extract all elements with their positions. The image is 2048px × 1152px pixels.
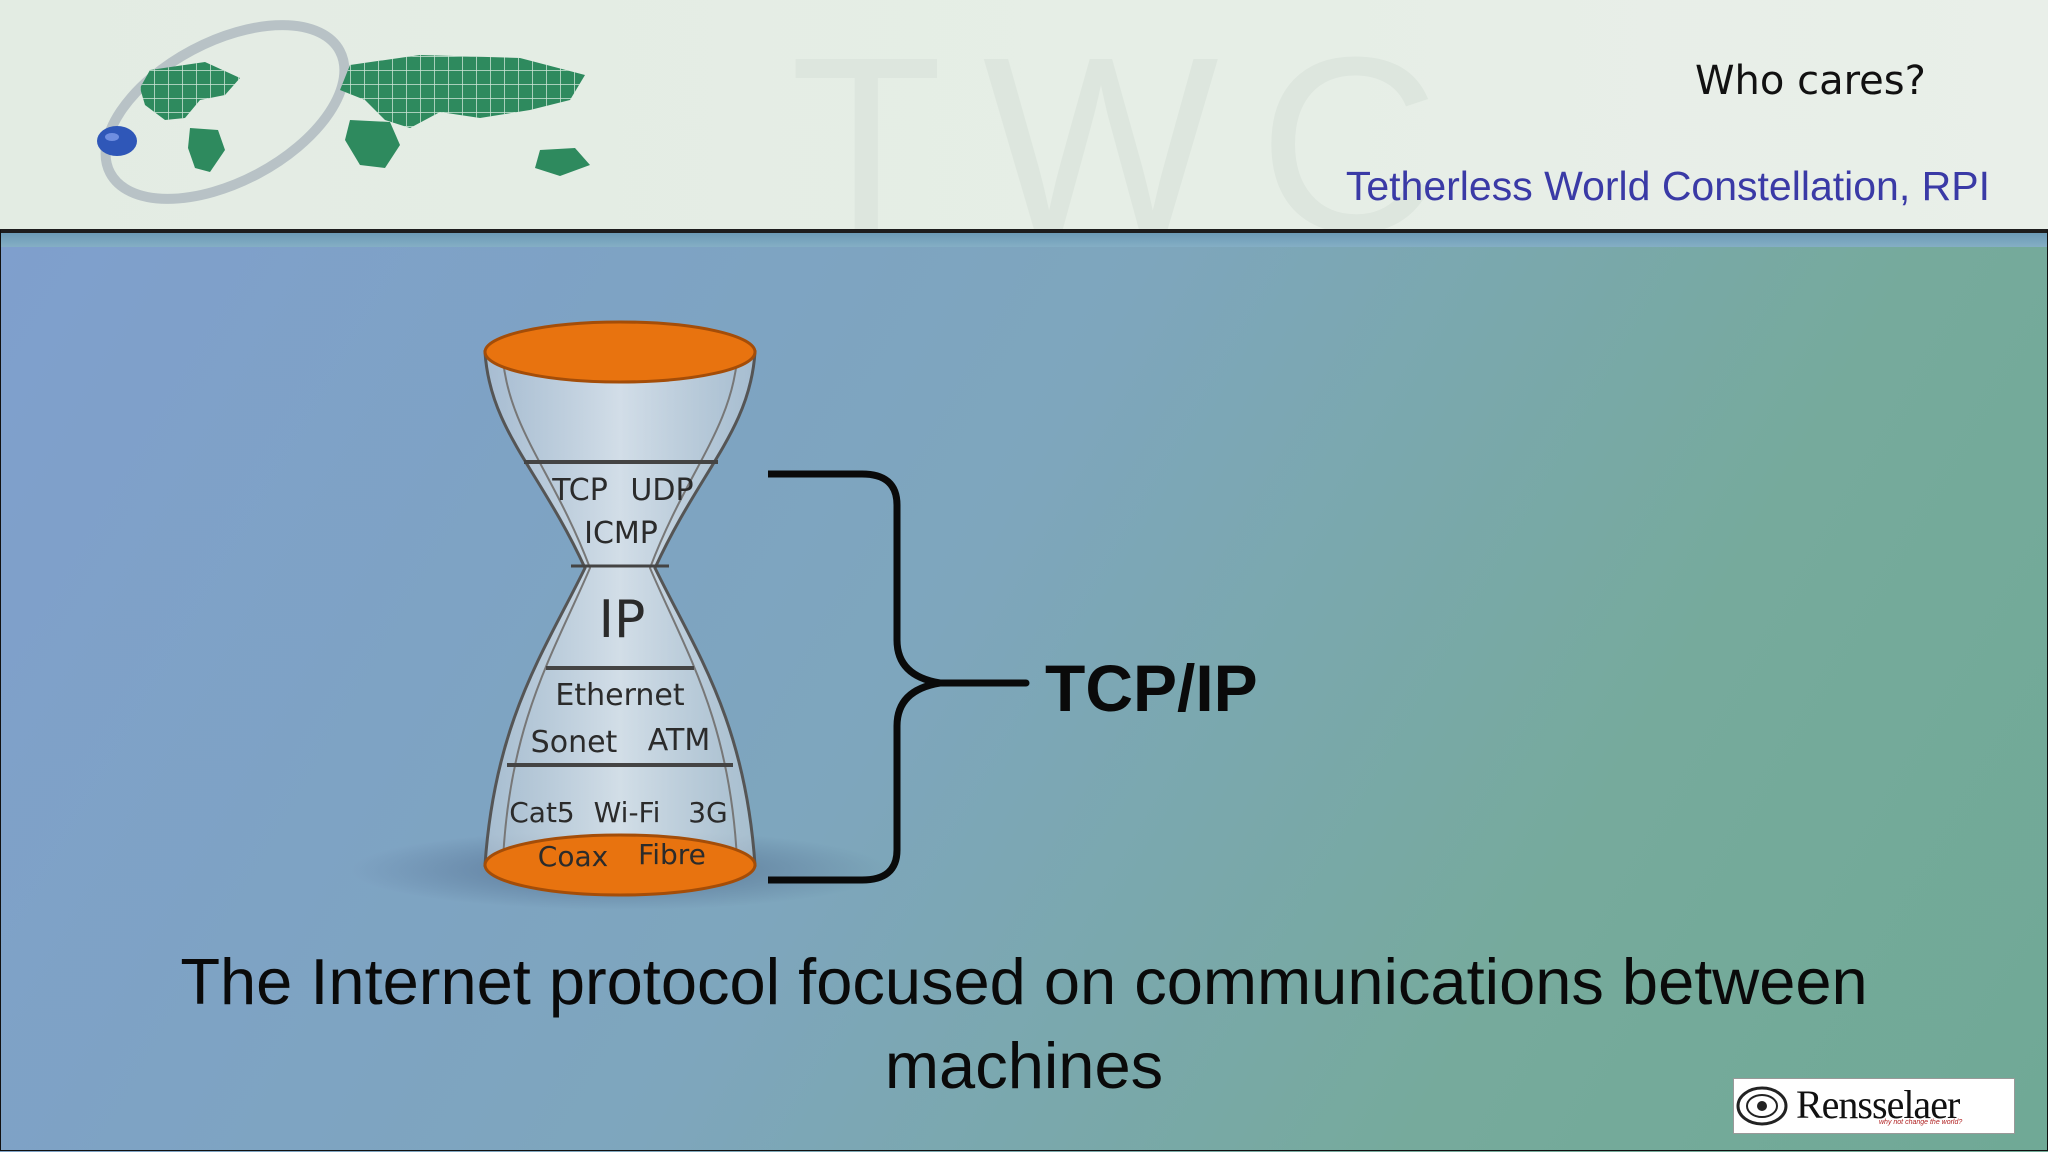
hourglass-bottom-cap xyxy=(483,833,757,897)
tcpip-label: TCP/IP xyxy=(1045,651,1258,725)
label-fibre: Fibre xyxy=(638,838,706,871)
hourglass-top-cap xyxy=(483,320,757,384)
label-udp: UDP xyxy=(630,473,693,508)
bracket xyxy=(768,470,1030,884)
header-band xyxy=(0,233,2048,247)
label-tcp: TCP xyxy=(551,473,608,508)
caption-line-2: machines xyxy=(884,1029,1164,1102)
rensselaer-logo: Rensselaer why not change the world? xyxy=(1733,1078,2015,1134)
slide-title: Who cares? xyxy=(1695,58,1926,104)
label-cat5: Cat5 xyxy=(509,796,575,829)
label-icmp: ICMP xyxy=(584,516,658,551)
label-sonet: Sonet xyxy=(531,725,618,760)
slide-header: TWC Who cares? Tetherless World Constell… xyxy=(0,0,2048,230)
rensselaer-wordmark: Rensselaer xyxy=(1796,1082,1960,1127)
caption-line-1: The Internet protocol focused on communi… xyxy=(180,945,1868,1018)
organization-subtitle: Tetherless World Constellation, RPI xyxy=(1345,163,1990,209)
rpi-seal-icon xyxy=(1736,1086,1788,1126)
label-atm: ATM xyxy=(648,723,710,758)
slide-caption: The Internet protocol focused on communi… xyxy=(60,940,1988,1108)
label-ip: IP xyxy=(599,590,646,650)
watermark: TWC xyxy=(790,5,1480,231)
twc-globe-logo xyxy=(97,20,590,204)
label-3g: 3G xyxy=(688,796,728,829)
header-divider xyxy=(0,229,2048,233)
rensselaer-tagline: why not change the world? xyxy=(1879,1119,1963,1126)
label-wifi: Wi-Fi xyxy=(594,796,661,829)
label-ethernet: Ethernet xyxy=(555,678,684,713)
label-coax: Coax xyxy=(538,840,608,873)
slide-content xyxy=(0,247,2048,1152)
